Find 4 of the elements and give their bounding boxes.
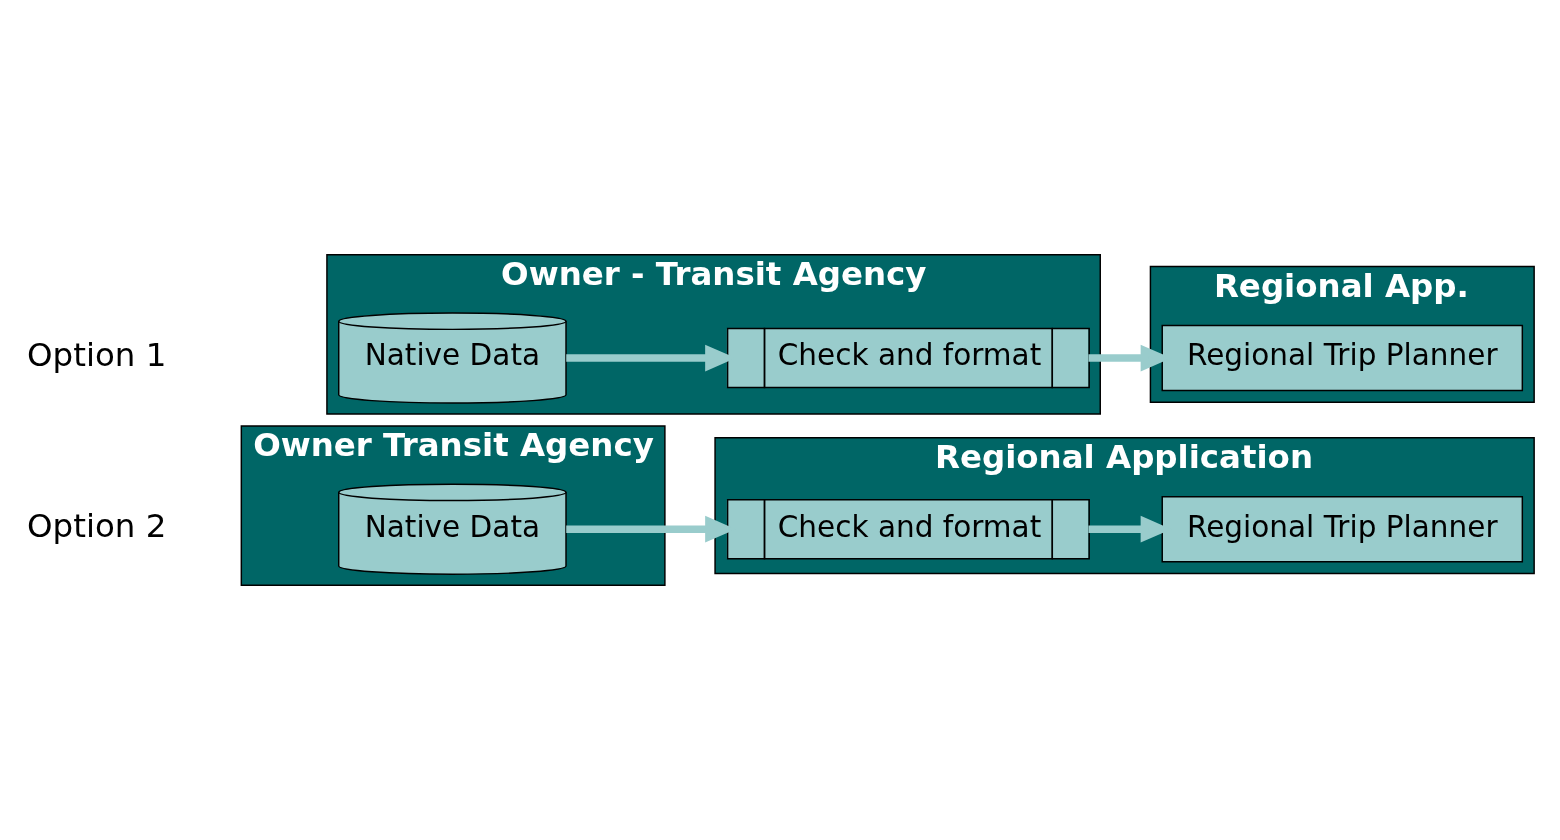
label: Option 1 [27,336,167,375]
label: Option 2 [27,507,167,546]
node-box: Regional Trip Planner [1161,496,1524,563]
node-box: Regional Trip Planner [1161,324,1524,392]
